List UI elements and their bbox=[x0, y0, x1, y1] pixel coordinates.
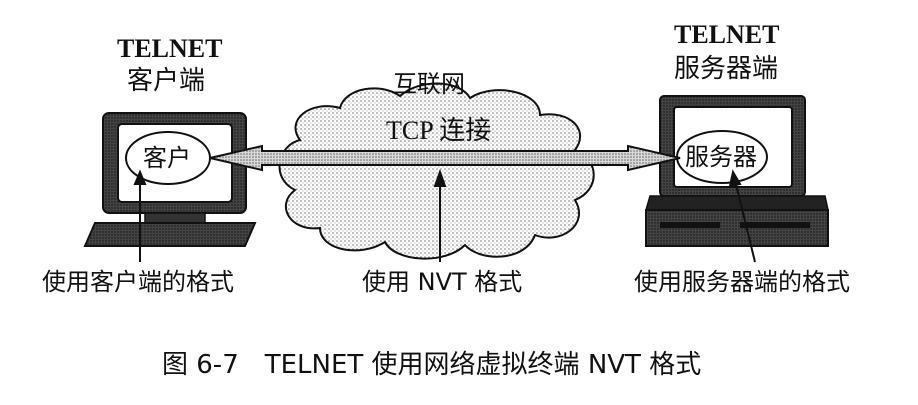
client-pointer-head bbox=[133, 169, 147, 185]
server-screen-label: 服务器 bbox=[685, 143, 757, 171]
nvt-format-caption: 使用 NVT 格式 bbox=[362, 268, 523, 296]
server-pointer-line bbox=[734, 179, 756, 263]
client-computer bbox=[83, 112, 257, 247]
connection-label: TCP 连接 bbox=[386, 116, 492, 145]
server-title-line2: 服务器端 bbox=[674, 54, 779, 84]
cloud-label: 互联网 bbox=[393, 70, 465, 98]
client-title-line2: 客户端 bbox=[127, 66, 206, 96]
nvt-pointer-head bbox=[433, 169, 447, 187]
server-pointer-head bbox=[728, 169, 742, 188]
server-computer bbox=[645, 95, 829, 247]
pointer-lines bbox=[133, 169, 756, 263]
server-format-caption: 使用服务器端的格式 bbox=[634, 268, 850, 296]
client-format-caption: 使用客户端的格式 bbox=[42, 268, 234, 296]
internet-cloud bbox=[278, 82, 595, 260]
figure-caption: 图 6-7 TELNET 使用网络虚拟终端 NVT 格式 bbox=[162, 350, 702, 380]
tcp-connection-arrow bbox=[209, 144, 681, 172]
server-title-line1: TELNET bbox=[674, 20, 780, 49]
client-screen-label: 客户 bbox=[143, 144, 191, 172]
client-title-line1: TELNET bbox=[117, 34, 223, 63]
